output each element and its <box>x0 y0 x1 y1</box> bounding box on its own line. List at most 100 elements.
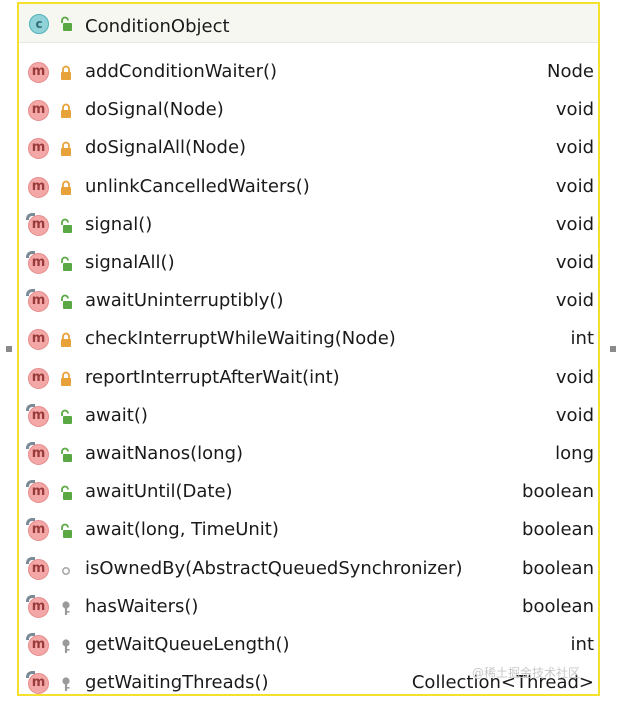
method-row[interactable]: m signalAll() void <box>19 244 598 282</box>
method-name: doSignalAll(Node) <box>85 137 247 159</box>
public-unlocked-icon <box>61 447 72 462</box>
method-icon: m <box>28 558 49 580</box>
method-icon: m <box>28 138 49 160</box>
method-icon: m <box>28 596 49 618</box>
public-unlocked-icon <box>61 485 72 501</box>
method-name: getWaitQueueLength() <box>85 634 290 655</box>
private-lock-icon <box>61 371 71 386</box>
override-arrow-icon <box>26 442 35 449</box>
method-row[interactable]: m isOwnedBy(AbstractQueuedSynchronizer) bo… <box>19 550 598 588</box>
method-name: getWaitingThreads() <box>85 672 269 694</box>
return-type: long <box>555 443 594 464</box>
method-icon: m <box>28 520 49 542</box>
resize-handle-left[interactable] <box>6 346 12 352</box>
package-visibility-icon <box>61 566 71 575</box>
method-name: doSignal(Node) <box>85 99 224 121</box>
return-type: void <box>555 366 594 388</box>
method-row[interactable]: m awaitUninterruptibly() void <box>19 282 598 320</box>
return-type: int <box>570 328 594 350</box>
override-arrow-icon <box>26 518 35 526</box>
method-icon: m <box>28 673 49 695</box>
return-type: boolean <box>522 481 594 503</box>
override-arrow-icon <box>26 633 35 640</box>
private-lock-icon <box>61 180 71 195</box>
public-unlocked-icon <box>61 16 72 31</box>
return-type: void <box>555 99 594 121</box>
class-structure-panel: c ConditionObject m addConditionWaiter() N… <box>17 2 600 696</box>
method-name: isOwnedBy(AbstractQueuedSynchronizer) <box>85 557 463 579</box>
return-type: Collection<Thread> <box>411 672 594 694</box>
class-title: ConditionObject <box>85 16 230 37</box>
public-unlocked-icon <box>61 256 72 271</box>
protected-key-icon <box>62 639 70 653</box>
method-icon: m <box>28 253 49 274</box>
method-name: signalAll() <box>85 252 175 273</box>
method-row[interactable]: m doSignalAll(Node) void <box>19 129 598 167</box>
method-icon: m <box>28 62 49 83</box>
method-icon: m <box>28 405 49 427</box>
method-row[interactable]: m hasWaiters() boolean <box>19 588 598 626</box>
public-unlocked-icon <box>61 294 72 310</box>
override-arrow-icon <box>26 594 35 602</box>
return-type: void <box>555 175 594 197</box>
override-arrow-icon <box>26 671 35 679</box>
method-row[interactable]: m checkInterruptWhileWaiting(Node) int <box>19 320 598 358</box>
method-icon: m <box>28 367 49 389</box>
resize-handle-right[interactable] <box>610 346 616 352</box>
method-icon: m <box>28 100 49 122</box>
method-name: await(long, TimeUnit) <box>85 519 279 541</box>
return-type: void <box>555 137 594 159</box>
method-name: await() <box>85 404 148 426</box>
return-type: boolean <box>522 519 594 541</box>
override-arrow-icon <box>26 212 35 220</box>
method-row[interactable]: m addConditionWaiter() Node <box>19 53 598 91</box>
method-name: reportInterruptAfterWait(int) <box>85 366 340 388</box>
method-icon: m <box>28 176 49 198</box>
method-name: addConditionWaiter() <box>85 61 278 82</box>
watermark: @稀土掘金技术社区 <box>472 666 581 680</box>
public-unlocked-icon <box>61 524 72 539</box>
method-icon: m <box>28 482 49 504</box>
protected-key-icon <box>62 677 70 692</box>
method-row[interactable]: m awaitNanos(long) long <box>19 435 598 473</box>
return-type: Node <box>547 61 594 82</box>
private-lock-icon <box>61 142 71 157</box>
method-name: hasWaiters() <box>85 595 199 617</box>
method-row[interactable]: m unlinkCancelledWaiters() void <box>19 168 598 206</box>
method-name: awaitUntil(Date) <box>85 481 233 503</box>
method-row[interactable]: m doSignal(Node) void <box>19 91 598 129</box>
override-arrow-icon <box>26 480 35 488</box>
method-row[interactable]: m await() void <box>19 397 598 435</box>
private-lock-icon <box>61 333 71 348</box>
method-name: unlinkCancelledWaiters() <box>85 175 310 197</box>
method-name: awaitNanos(long) <box>85 443 244 464</box>
override-arrow-icon <box>26 289 35 297</box>
method-icon: m <box>28 329 49 351</box>
override-arrow-icon <box>26 403 35 411</box>
return-type: void <box>555 252 594 273</box>
method-row[interactable]: m getWaitingThreads() Collection<Thread> <box>19 664 598 702</box>
method-row[interactable]: m await(long, TimeUnit) boolean <box>19 511 598 549</box>
method-row[interactable]: m reportInterruptAfterWait(int) void <box>19 359 598 397</box>
override-arrow-icon <box>26 251 35 258</box>
private-lock-icon <box>61 65 71 80</box>
return-type: void <box>555 290 594 312</box>
public-unlocked-icon <box>61 409 72 424</box>
method-icon: m <box>28 635 49 656</box>
return-type: void <box>555 404 594 426</box>
class-header[interactable]: c ConditionObject <box>19 4 598 43</box>
method-icon: m <box>28 214 49 236</box>
method-name: awaitUninterruptibly() <box>85 290 284 312</box>
protected-key-icon <box>62 601 70 615</box>
method-icon: m <box>28 444 49 465</box>
return-type: boolean <box>522 557 594 579</box>
private-lock-icon <box>61 103 71 119</box>
method-name: checkInterruptWhileWaiting(Node) <box>85 328 396 350</box>
class-icon: c <box>29 14 49 34</box>
method-icon: m <box>28 291 49 313</box>
method-name: signal() <box>85 213 153 235</box>
return-type: boolean <box>522 595 594 617</box>
method-row[interactable]: m awaitUntil(Date) boolean <box>19 473 598 511</box>
